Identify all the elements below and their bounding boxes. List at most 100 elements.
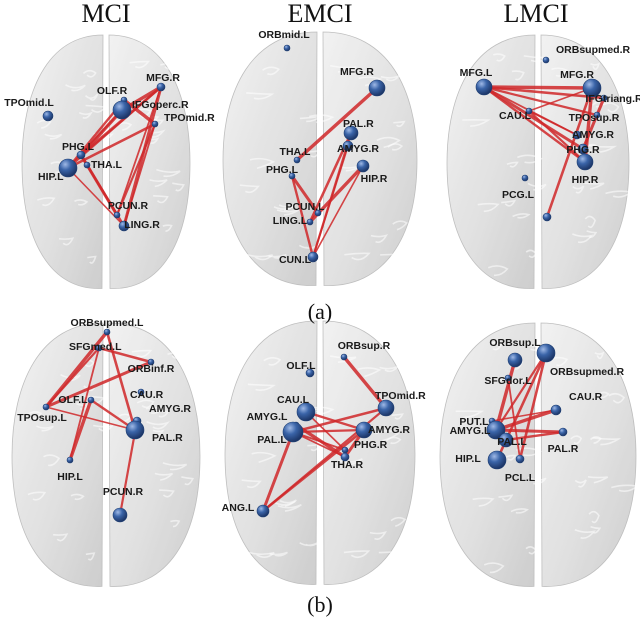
region-node <box>558 427 568 437</box>
region-node <box>582 78 602 98</box>
gyrus-texture <box>84 93 99 101</box>
gyrus-texture <box>36 425 54 432</box>
region-node <box>151 120 159 128</box>
region-node <box>307 251 319 263</box>
gyrus-texture <box>611 484 639 492</box>
connection-edge <box>482 85 585 151</box>
region-label: ORBsupmed.L <box>71 317 145 329</box>
region-node <box>356 159 370 173</box>
gyrus-texture <box>517 154 543 164</box>
region-label: MFG.R <box>340 66 374 78</box>
connection-edge <box>528 110 578 136</box>
region-node <box>118 220 130 232</box>
gyrus-texture <box>602 102 620 113</box>
gyrus-texture <box>343 550 371 559</box>
brain-outline <box>222 31 418 286</box>
panel-b-lmci: ORBsup.LORBsupmed.RSFGdor.LCAU.RPUT.LAMY… <box>439 322 639 587</box>
region-label: ORBsup.R <box>338 340 391 352</box>
connection-edge <box>482 85 594 90</box>
region-label: CAU.L <box>277 394 310 406</box>
connection-edge <box>45 406 136 431</box>
gyrus-texture <box>487 265 509 277</box>
region-label: CUN.L <box>279 254 312 266</box>
gyrus-texture <box>574 479 587 488</box>
right-hemisphere <box>322 320 416 585</box>
region-node <box>283 44 291 52</box>
region-node <box>340 353 348 361</box>
region-label: HIP.R <box>572 174 599 186</box>
connection-edge <box>581 96 606 151</box>
column-title-lmci: LMCI <box>504 0 569 28</box>
gyrus-texture <box>455 410 485 419</box>
region-label: TPOmid.R <box>375 390 426 402</box>
gyrus-texture <box>587 475 609 484</box>
region-label: PAL.R <box>152 432 183 444</box>
region-label: AMYG.L <box>450 425 491 437</box>
region-label: TPOmid.L <box>4 97 54 109</box>
gyrus-texture <box>239 184 260 194</box>
gyrus-texture <box>308 406 335 416</box>
gyrus-texture <box>572 233 594 244</box>
gyrus-texture <box>74 199 89 206</box>
connection-edge <box>116 86 162 216</box>
region-node <box>42 403 50 411</box>
gyrus-texture <box>248 551 275 558</box>
gyrus-texture <box>268 253 287 259</box>
connection-edge <box>290 174 315 259</box>
gyrus-texture <box>52 533 69 542</box>
gyrus-texture <box>584 182 605 190</box>
region-node <box>507 352 523 368</box>
connection-edge <box>482 85 599 117</box>
gyrus-texture <box>586 143 598 152</box>
gyrus-texture <box>262 66 281 76</box>
gyrus-texture <box>512 213 531 219</box>
region-label: THA.L <box>91 159 122 171</box>
region-label: MFG.R <box>560 69 594 81</box>
region-label: SFGdor.L <box>484 375 532 387</box>
gyrus-texture <box>162 462 188 471</box>
region-node <box>340 452 350 462</box>
region-label: ANG.L <box>222 502 255 514</box>
region-label: AMYG.R <box>368 424 410 436</box>
connection-edge <box>44 346 101 409</box>
region-node <box>306 218 314 226</box>
right-hemisphere <box>540 322 637 587</box>
region-node <box>156 82 166 92</box>
region-node <box>368 79 386 97</box>
region-node <box>515 454 525 464</box>
region-label: PHG.R <box>566 144 600 156</box>
region-label: PHG.R <box>354 439 388 451</box>
region-node <box>125 420 145 440</box>
left-hemisphere <box>11 322 104 587</box>
gyrus-texture <box>344 252 371 261</box>
region-node <box>288 172 296 180</box>
region-label: ORBsupmed.R <box>550 366 625 378</box>
gyrus-texture <box>181 476 195 486</box>
region-label: HIP.L <box>38 171 64 183</box>
gyrus-texture <box>241 479 262 489</box>
gyrus-texture <box>37 197 56 207</box>
region-node <box>293 156 301 164</box>
gyrus-texture <box>380 252 408 262</box>
connection-edge <box>97 346 153 364</box>
region-node <box>112 100 132 120</box>
region-label: HIP.R <box>361 173 388 185</box>
gyrus-texture <box>273 204 295 211</box>
region-node <box>103 328 111 336</box>
region-label: HIP.L <box>57 471 83 483</box>
connection-edge <box>504 430 565 442</box>
gyrus-texture <box>43 454 61 467</box>
connection-edge <box>66 122 157 170</box>
region-label: PHG.L <box>266 164 299 176</box>
gyrus-texture <box>65 84 86 92</box>
gyrus-texture <box>525 249 537 259</box>
gyrus-texture <box>385 436 402 445</box>
gyrus-texture <box>278 203 297 212</box>
region-node <box>66 456 74 464</box>
left-hemisphere <box>446 34 536 289</box>
region-label: ORBsup.L <box>489 337 541 349</box>
gyrus-texture <box>129 60 151 69</box>
gyrus-texture <box>329 355 357 364</box>
gyrus-texture <box>506 161 519 168</box>
